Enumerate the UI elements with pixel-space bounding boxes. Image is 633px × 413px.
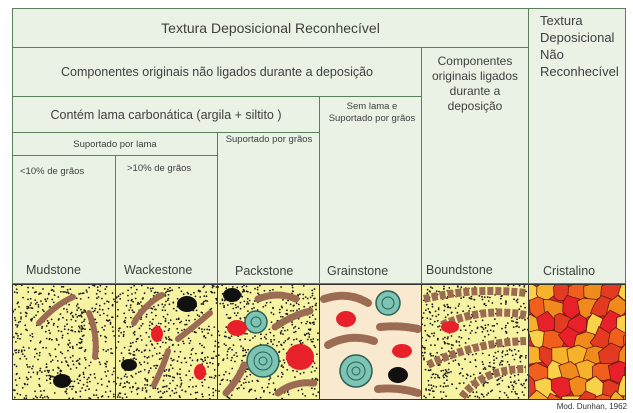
header-contains-mud: Contém lama carbonática (argila + siltit… [12, 96, 320, 133]
shell-fragment [428, 341, 526, 365]
header-bound: Componentes originais ligados durante a … [425, 54, 525, 114]
header-grain-supported: Suportado por grãos [222, 134, 316, 145]
ooid-grain [245, 311, 267, 333]
shell-fragment [324, 296, 368, 303]
red-grain [151, 326, 163, 342]
ooid-grain [247, 345, 279, 377]
texture-packstone [217, 284, 320, 400]
red-grain [441, 321, 459, 333]
dark-grain [223, 288, 241, 302]
header-lt10: <10% de grãos [20, 166, 84, 177]
shell-fragment [380, 326, 418, 329]
red-grain [227, 320, 247, 336]
credit-text: Mod. Dunhan, 1962 [557, 402, 627, 411]
ooid-grain [340, 355, 372, 387]
header-unrecognizable: Textura Deposicional Não Reconhecível [540, 12, 624, 80]
ooid-grain [376, 291, 400, 315]
rock-name-grainstone: Grainstone [327, 264, 388, 278]
header-grain-supported-cell [217, 132, 320, 284]
dark-grain [121, 359, 137, 371]
header-no-mud: Sem lama e Suportado por grãos [326, 101, 418, 125]
shell-fragment [278, 383, 314, 393]
rock-name-boundstone: Boundstone [426, 263, 493, 277]
header-mud-supported: Suportado por lama [12, 132, 218, 156]
red-grain [286, 344, 314, 370]
texture-boundstone [421, 284, 529, 400]
dark-grain [388, 367, 408, 383]
red-grain [194, 364, 206, 380]
shell-fragment [226, 365, 244, 393]
dark-grain [53, 374, 71, 388]
shell-fragment [134, 295, 162, 323]
rock-name-wackestone: Wackestone [124, 263, 192, 277]
rock-name-mudstone: Mudstone [26, 263, 81, 277]
dark-grain [177, 296, 197, 312]
rock-name-cristalino: Cristalino [543, 264, 595, 278]
shell-fragment [178, 313, 210, 339]
shell-fragment [328, 338, 374, 345]
shell-fragment [424, 291, 526, 299]
texture-grainstone [319, 284, 422, 400]
header-not-bound: Componentes originais não ligados durant… [12, 47, 422, 97]
shell-fragment [258, 295, 296, 299]
texture-mudstone [12, 284, 116, 400]
header-recognizable: Textura Deposicional Reconhecível [12, 8, 529, 48]
header-gt10: >10% de grãos [127, 163, 191, 174]
red-grain [336, 311, 356, 327]
shell-fragment [378, 389, 418, 394]
texture-cristalino [528, 284, 626, 400]
red-grain [392, 344, 412, 358]
rock-name-packstone: Packstone [235, 264, 293, 278]
texture-wackestone [115, 284, 218, 400]
shell-fragment [39, 297, 73, 323]
